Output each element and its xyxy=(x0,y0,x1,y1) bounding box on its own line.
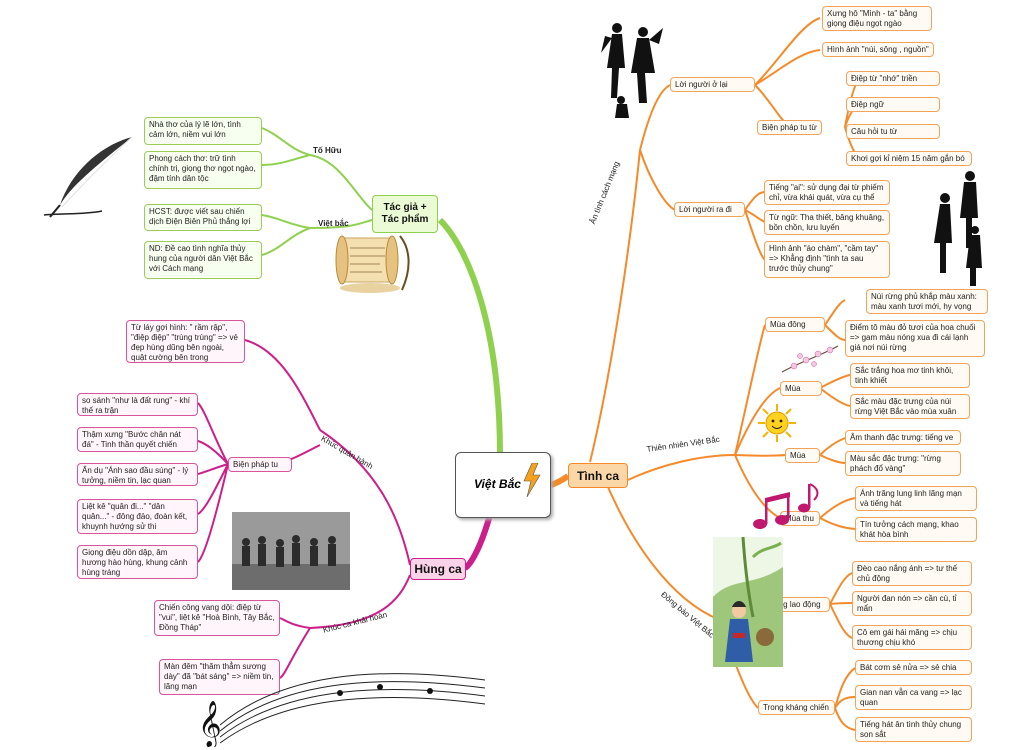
mua-xuan-item-1[interactable]: Sắc trắng hoa mơ tinh khôi, tinh khiết xyxy=(850,363,970,388)
cau-hoi-tu-tu-item[interactable]: Câu hỏi tu từ xyxy=(846,124,940,139)
to-huu-item-2[interactable]: Phong cách thơ: trữ tình chính trị, giọn… xyxy=(144,151,262,189)
to-huu-item-1[interactable]: Nhà thơ của lý lẽ lớn, tình cảm lớn, niề… xyxy=(144,117,262,145)
mua-xuan-item-2[interactable]: Sắc màu đặc trưng của núi rừng Việt Bắc … xyxy=(850,394,970,419)
hinh-anh-nui-song-item[interactable]: Hình ảnh "núi, sông , nguồn" xyxy=(822,42,934,57)
svg-text:𝄞: 𝄞 xyxy=(198,701,222,747)
khai-hoan-item-1[interactable]: Chiến công vang dội: điệp từ "vui", liệt… xyxy=(154,600,280,636)
season-mua-dong[interactable]: Mùa đông xyxy=(765,317,825,332)
tinh-ca-topic[interactable]: Tình ca xyxy=(568,463,628,488)
viet-bac-item-2[interactable]: ND: Đề cao tình nghĩa thủy hung của ngườ… xyxy=(144,241,262,279)
mua-he-item-2[interactable]: Màu sắc đặc trưng: "rừng phách đổ vàng" xyxy=(845,451,961,476)
tu-lay-item[interactable]: Từ láy gợi hình: " rầm rập", "điệp điệp"… xyxy=(126,320,245,363)
bien-phap-tu-tu-tinh-ca[interactable]: Biện pháp tu từ xyxy=(757,120,822,135)
viet-bac-label: Việt bắc xyxy=(318,219,349,228)
khang-chien-item-2[interactable]: Gian nan vẫn ca vang => lạc quan xyxy=(855,685,972,710)
loi-nguoi-o-lai[interactable]: Lời người ở lại xyxy=(670,77,755,92)
xung-ho-item[interactable]: Xưng hô "Mình - ta" bằng giọng điệu ngọt… xyxy=(822,6,932,31)
season-mua-he[interactable]: Mùa hè xyxy=(785,448,820,463)
khai-hoan-item-2[interactable]: Màn đêm "thăm thẳm sương dày" đã "bát sá… xyxy=(159,659,280,695)
loi-nguoi-ra-di[interactable]: Lời người ra đi xyxy=(674,202,745,217)
viet-bac-item-1[interactable]: HCST: được viết sau chiến dịch Điện Biên… xyxy=(144,204,262,231)
hung-ca-topic[interactable]: Hùng ca xyxy=(410,558,466,580)
tham-xung-item[interactable]: Thậm xưng "Bước chân nát đá" - Tinh thần… xyxy=(77,427,198,452)
lao-dong-item-2[interactable]: Người đan nón => cần cù, tỉ mẩn xyxy=(852,591,972,616)
so-sanh-item[interactable]: so sánh "như là đất rung" - khí thế ra t… xyxy=(77,393,198,416)
center-topic[interactable]: Việt Bắc xyxy=(455,452,551,518)
to-huu-label: Tố Hữu xyxy=(313,146,342,155)
tieng-ai-item[interactable]: Tiếng "ai": sử dụng đại từ phiếm chỉ, vừ… xyxy=(764,180,890,205)
khang-chien-item-1[interactable]: Bát cơm sẻ nửa => sẻ chia xyxy=(855,660,972,675)
blossom-image xyxy=(781,345,839,373)
tac-gia-topic[interactable]: Tác giả + Tác phẩm xyxy=(372,195,438,233)
diep-ngu-item[interactable]: Điệp ngữ xyxy=(846,97,940,112)
lao-dong-item-3[interactable]: Cô em gái hái măng => chịu thương chịu k… xyxy=(852,625,972,650)
an-du-item[interactable]: Ẩn dụ "Ánh sao đầu súng" - lý tưởng, niề… xyxy=(77,463,198,486)
liet-ke-item[interactable]: Liệt kê "quân đi..." "dân quân..." - đôn… xyxy=(77,499,198,534)
bien-phap-tu-tu-hung-ca[interactable]: Biện pháp tu từ xyxy=(228,457,292,472)
mua-thu-item-2[interactable]: Tín tưởng cách mạng, khao khát hòa bình xyxy=(855,517,977,542)
khoi-goi-ki-niem-item[interactable]: Khơi gợi kỉ niệm 15 năm gắn bó xyxy=(846,151,972,166)
music-note-icon xyxy=(753,483,819,529)
music-notes-image: 𝄞 xyxy=(198,673,486,747)
quill-pen-image xyxy=(43,136,133,218)
hinh-anh-ao-cham-item[interactable]: Hình ảnh "áo chàm", "cầm tay" => Khẳng đ… xyxy=(764,241,890,278)
trong-khang-chien[interactable]: Trong kháng chiến xyxy=(758,700,835,715)
mua-he-item-1[interactable]: Âm thanh đặc trưng: tiếng ve xyxy=(845,430,961,445)
season-mua-xuan[interactable]: Mùa xuân xyxy=(780,381,822,396)
soldiers-photo xyxy=(232,512,350,590)
diep-tu-nho-item[interactable]: Điệp từ "nhớ" triền miên xyxy=(846,71,940,86)
lightning-icon xyxy=(523,463,541,497)
dancers-silhouette-image xyxy=(601,23,663,118)
scroll-image xyxy=(335,235,410,293)
woman-with-bamboo-image xyxy=(713,537,783,667)
giong-dieu-item[interactable]: Giọng điệu dồn dập, âm hương hào hùng, k… xyxy=(77,545,198,579)
mua-dong-item-1[interactable]: Núi rừng phủ khắp màu xanh: màu xanh tươ… xyxy=(866,289,988,314)
lao-dong-item-1[interactable]: Đèo cao nắng ánh => tư thế chủ động xyxy=(852,561,972,586)
sun-icon xyxy=(758,404,796,442)
mua-dong-item-2[interactable]: Điểm tô màu đỏ tươi của hoa chuối => gam… xyxy=(845,320,985,357)
khang-chien-item-3[interactable]: Tiếng hát ân tình thủy chung son sắt xyxy=(855,717,972,742)
tu-ngu-item[interactable]: Từ ngữ: Tha thiết, bâng khuâng, bồn chồn… xyxy=(764,210,890,235)
mua-thu-item-1[interactable]: Ánh trăng lung linh lãng mạn và tiếng há… xyxy=(855,486,977,511)
people-silhouette-image xyxy=(934,171,982,286)
center-title: Việt Bắc xyxy=(474,477,521,491)
